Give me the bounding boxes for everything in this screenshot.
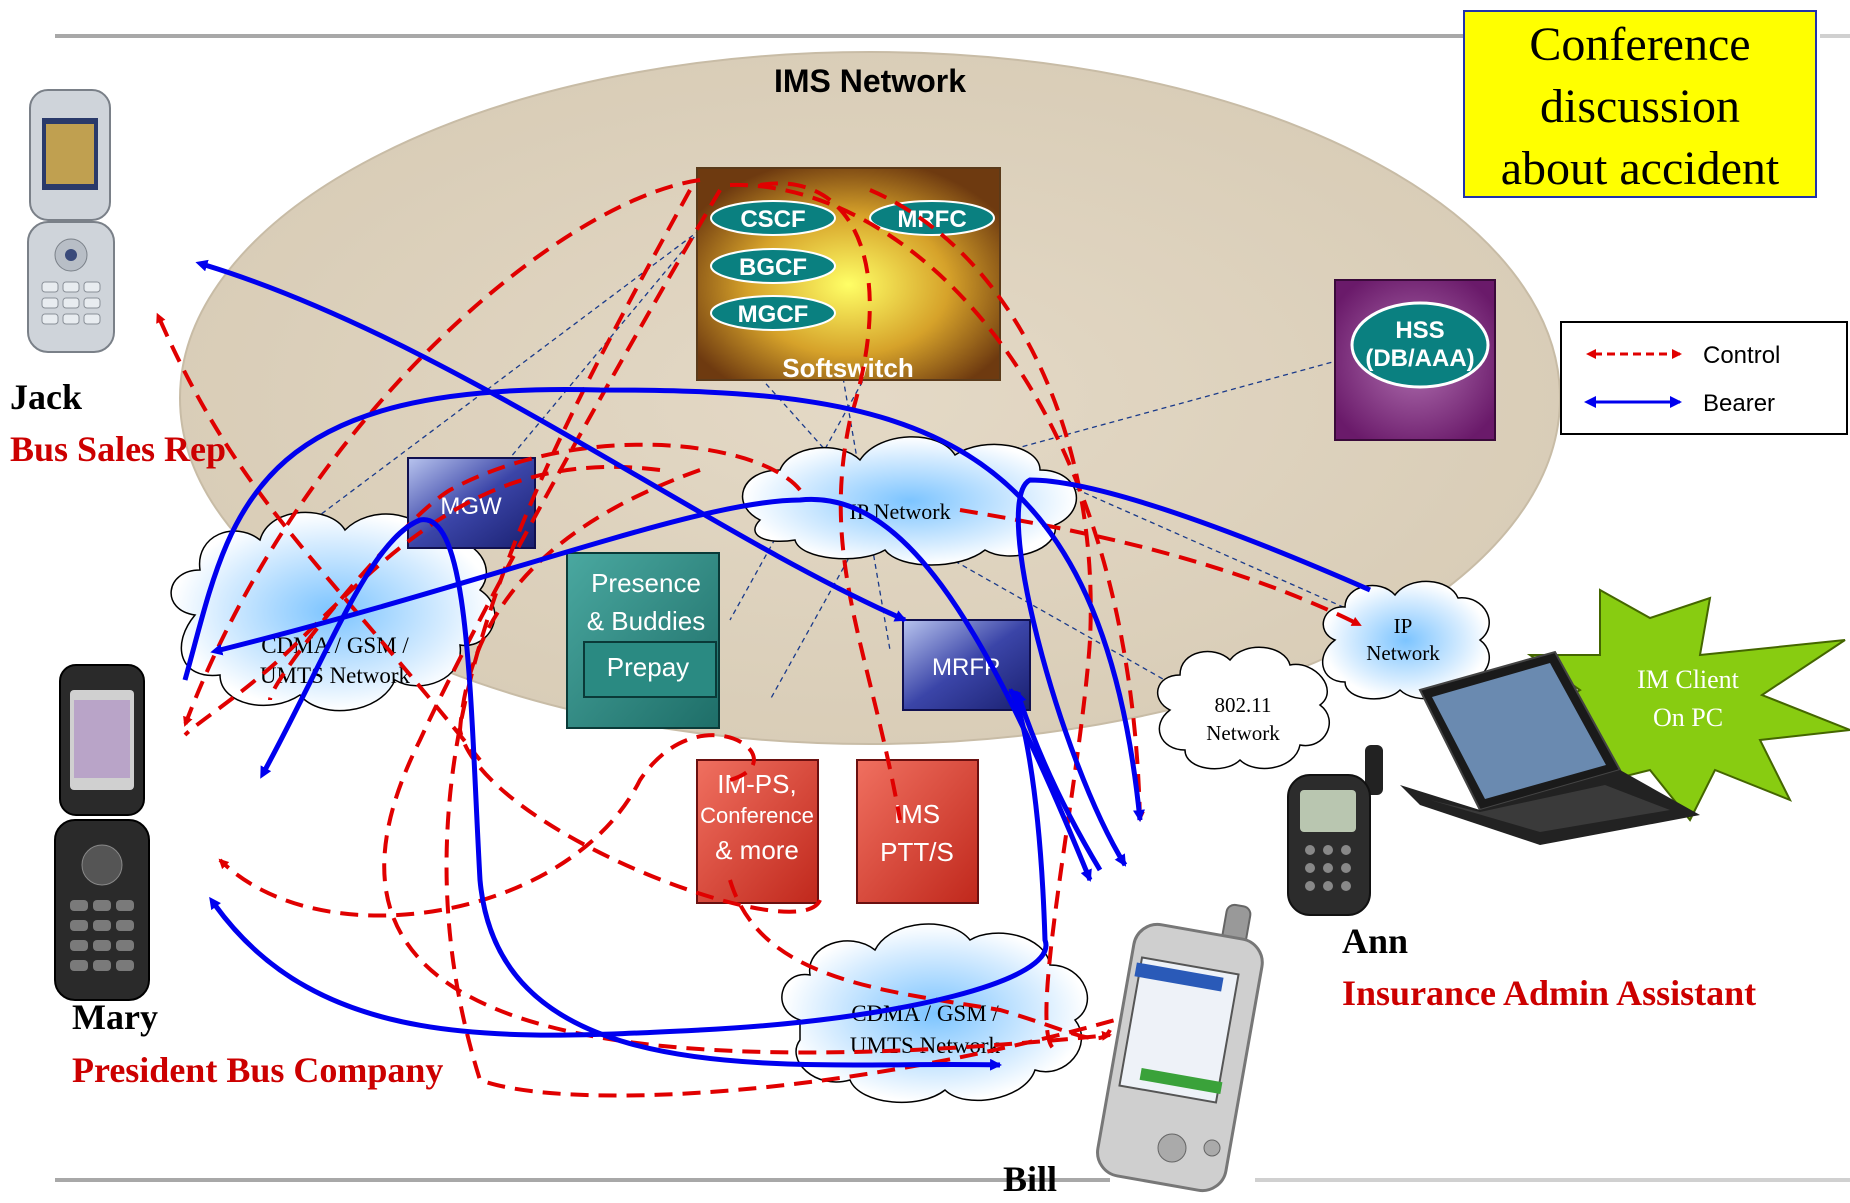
ims-network-title: IMS Network [774,63,966,99]
legend-control-label: Control [1703,342,1780,369]
bearer-flows [182,259,1372,1071]
jack-role: Bus Sales Rep [10,429,227,469]
jack-name: Jack [10,377,82,417]
mgcf-label: MGCF [738,301,809,328]
signal-link [1009,359,1341,451]
wifi-cloud: 802.11 Network [1156,646,1330,770]
bgcf-label: BGCF [739,254,807,281]
ip-right-cloud: IP Network [1321,580,1490,700]
bearer-flow [209,688,1049,1038]
im-client-label-line1: IM Client [1637,665,1740,694]
im-client-label-line2: On PC [1653,703,1723,732]
mgw-label: MGW [440,493,502,520]
ann-name: Ann [1342,921,1409,961]
wifi-cloud-line2: Network [1206,721,1280,745]
im-ps-label-line1: IM-PS, [717,769,796,799]
mary-role: President Bus Company [72,1050,444,1090]
mrfc-oval [869,200,995,236]
control-flow [959,508,1362,627]
legend-bearer-label: Bearer [1703,390,1775,417]
bearer-flow [1014,690,1103,872]
control-flow [218,733,756,918]
prepay-label: Prepay [607,652,689,682]
im-ps-label-line2: Conference [700,803,814,828]
bill-name: Bill [1003,1159,1058,1199]
laptop-icon [1400,650,1700,845]
control-flow [729,182,1145,822]
bill-pda-icon [1096,903,1264,1193]
ann-role: Insurance Admin Assistant [1342,973,1757,1013]
hss-oval [1350,301,1490,389]
presence-label-line2: & Buddies [587,606,706,636]
cdma-bottom-cloud: CDMA / GSM / UMTS Network [781,923,1089,1103]
control-flow [268,442,802,701]
legend-box [1560,321,1848,435]
ann-wifi-handset-icon [1287,745,1383,916]
ims-ptt-label-line2: PTT/S [880,837,954,867]
ip-right-cloud-line2: Network [1366,641,1440,665]
mary-flip-phone-icon [54,664,150,1001]
bearer-flow [195,259,907,623]
callout-line2: discussion [1539,80,1740,133]
presence-label-line1: Presence [591,568,701,598]
im-ps-label-line3: & more [715,835,799,865]
callout-line1: Conference [1529,18,1751,71]
bearer-flow [182,387,1145,822]
cscf-label: CSCF [740,206,805,233]
ims-ptt-box [856,759,979,904]
hss-label-line1: HSS [1395,317,1444,344]
wifi-cloud-line1: 802.11 [1215,693,1272,717]
softswitch-label: Softswitch [782,353,913,383]
signal-link [1009,459,1351,611]
conference-callout: Conference discussion about accident [1463,10,1817,198]
jack-flip-phone-icon [27,89,115,353]
control-flow [869,188,1093,1053]
cscf-oval [710,200,836,236]
bearer-flow [1015,477,1372,867]
mary-name: Mary [72,997,158,1037]
ip-right-cloud-line1: IP [1394,614,1413,638]
hss-label-line2: (DB/AAA) [1365,345,1474,372]
callout-line3: about accident [1500,142,1780,195]
